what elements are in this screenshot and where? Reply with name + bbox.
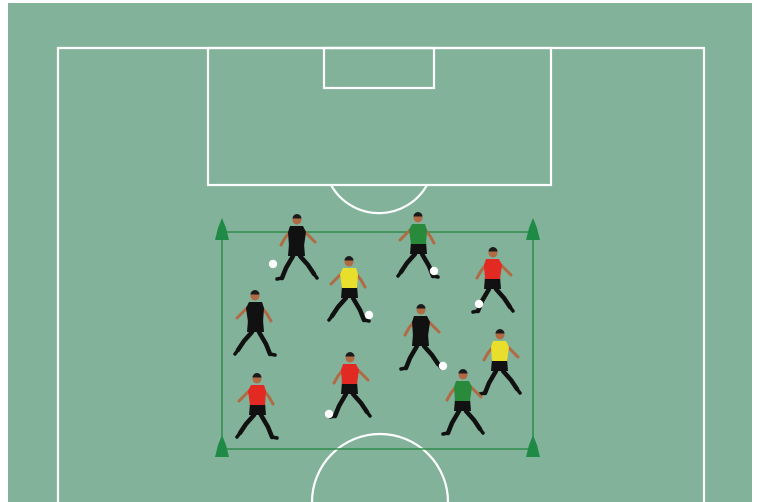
ball-icon — [365, 311, 373, 319]
ball-icon — [325, 410, 333, 418]
pitch-grass — [8, 3, 752, 502]
ball-icon — [475, 300, 483, 308]
ball-icon — [269, 260, 277, 268]
ball-icon — [439, 362, 447, 370]
ball-icon — [430, 267, 438, 275]
